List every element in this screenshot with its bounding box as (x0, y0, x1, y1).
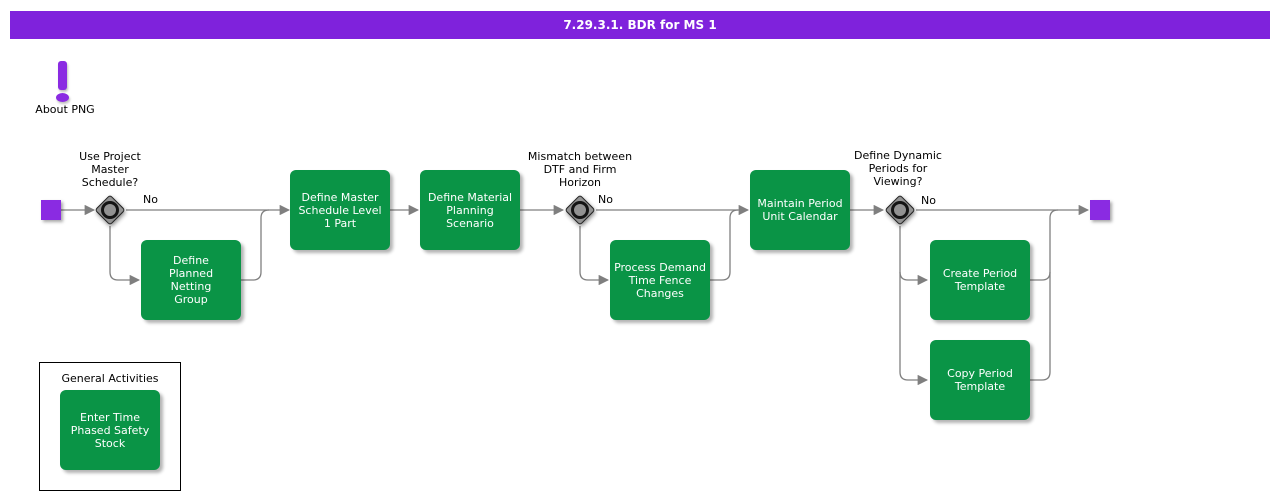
activity-process-demand-time-fence-changes[interactable]: Process Demand Time Fence Changes (610, 240, 710, 320)
exclamation-dot-icon[interactable] (56, 93, 69, 102)
diamond-shape (884, 194, 916, 226)
decision-label-use-project-master-schedule: Use Project Master Schedule? (79, 150, 141, 189)
activity-define-planned-netting-group[interactable]: Define Planned Netting Group (141, 240, 241, 320)
branch-label-no-3: No (921, 194, 936, 207)
general-activities-title: General Activities (61, 372, 159, 385)
page-title: 7.29.3.1. BDR for MS 1 (563, 18, 717, 32)
end-node (1090, 200, 1110, 220)
activity-define-master-schedule-level-1-part[interactable]: Define Master Schedule Level 1 Part (290, 170, 390, 250)
about-png-label[interactable]: About PNG (35, 103, 95, 116)
activity-enter-time-phased-safety-stock[interactable]: Enter Time Phased Safety Stock (60, 390, 160, 470)
activity-maintain-period-unit-calendar[interactable]: Maintain Period Unit Calendar (750, 170, 850, 250)
branch-label-no-1: No (143, 193, 158, 206)
diagram-title-bar: 7.29.3.1. BDR for MS 1 (10, 11, 1270, 39)
branch-label-no-2: No (598, 193, 613, 206)
activity-define-material-planning-scenario[interactable]: Define Material Planning Scenario (420, 170, 520, 250)
decision-label-mismatch-dtf-firm-horizon: Mismatch between DTF and Firm Horizon (527, 150, 633, 189)
gateway-circle-icon (887, 197, 913, 223)
gateway-circle-icon (97, 197, 123, 223)
diamond-shape (94, 194, 126, 226)
exclamation-icon[interactable] (58, 61, 67, 90)
activity-create-period-template[interactable]: Create Period Template (930, 240, 1030, 320)
gateway-define-dynamic-periods (884, 194, 916, 226)
start-node (41, 200, 61, 220)
activity-copy-period-template[interactable]: Copy Period Template (930, 340, 1030, 420)
gateway-circle-icon (567, 197, 593, 223)
diamond-shape (564, 194, 596, 226)
gateway-use-project-master-schedule (94, 194, 126, 226)
decision-label-define-dynamic-periods: Define Dynamic Periods for Viewing? (854, 149, 942, 188)
gateway-mismatch-dtf-firm-horizon (564, 194, 596, 226)
